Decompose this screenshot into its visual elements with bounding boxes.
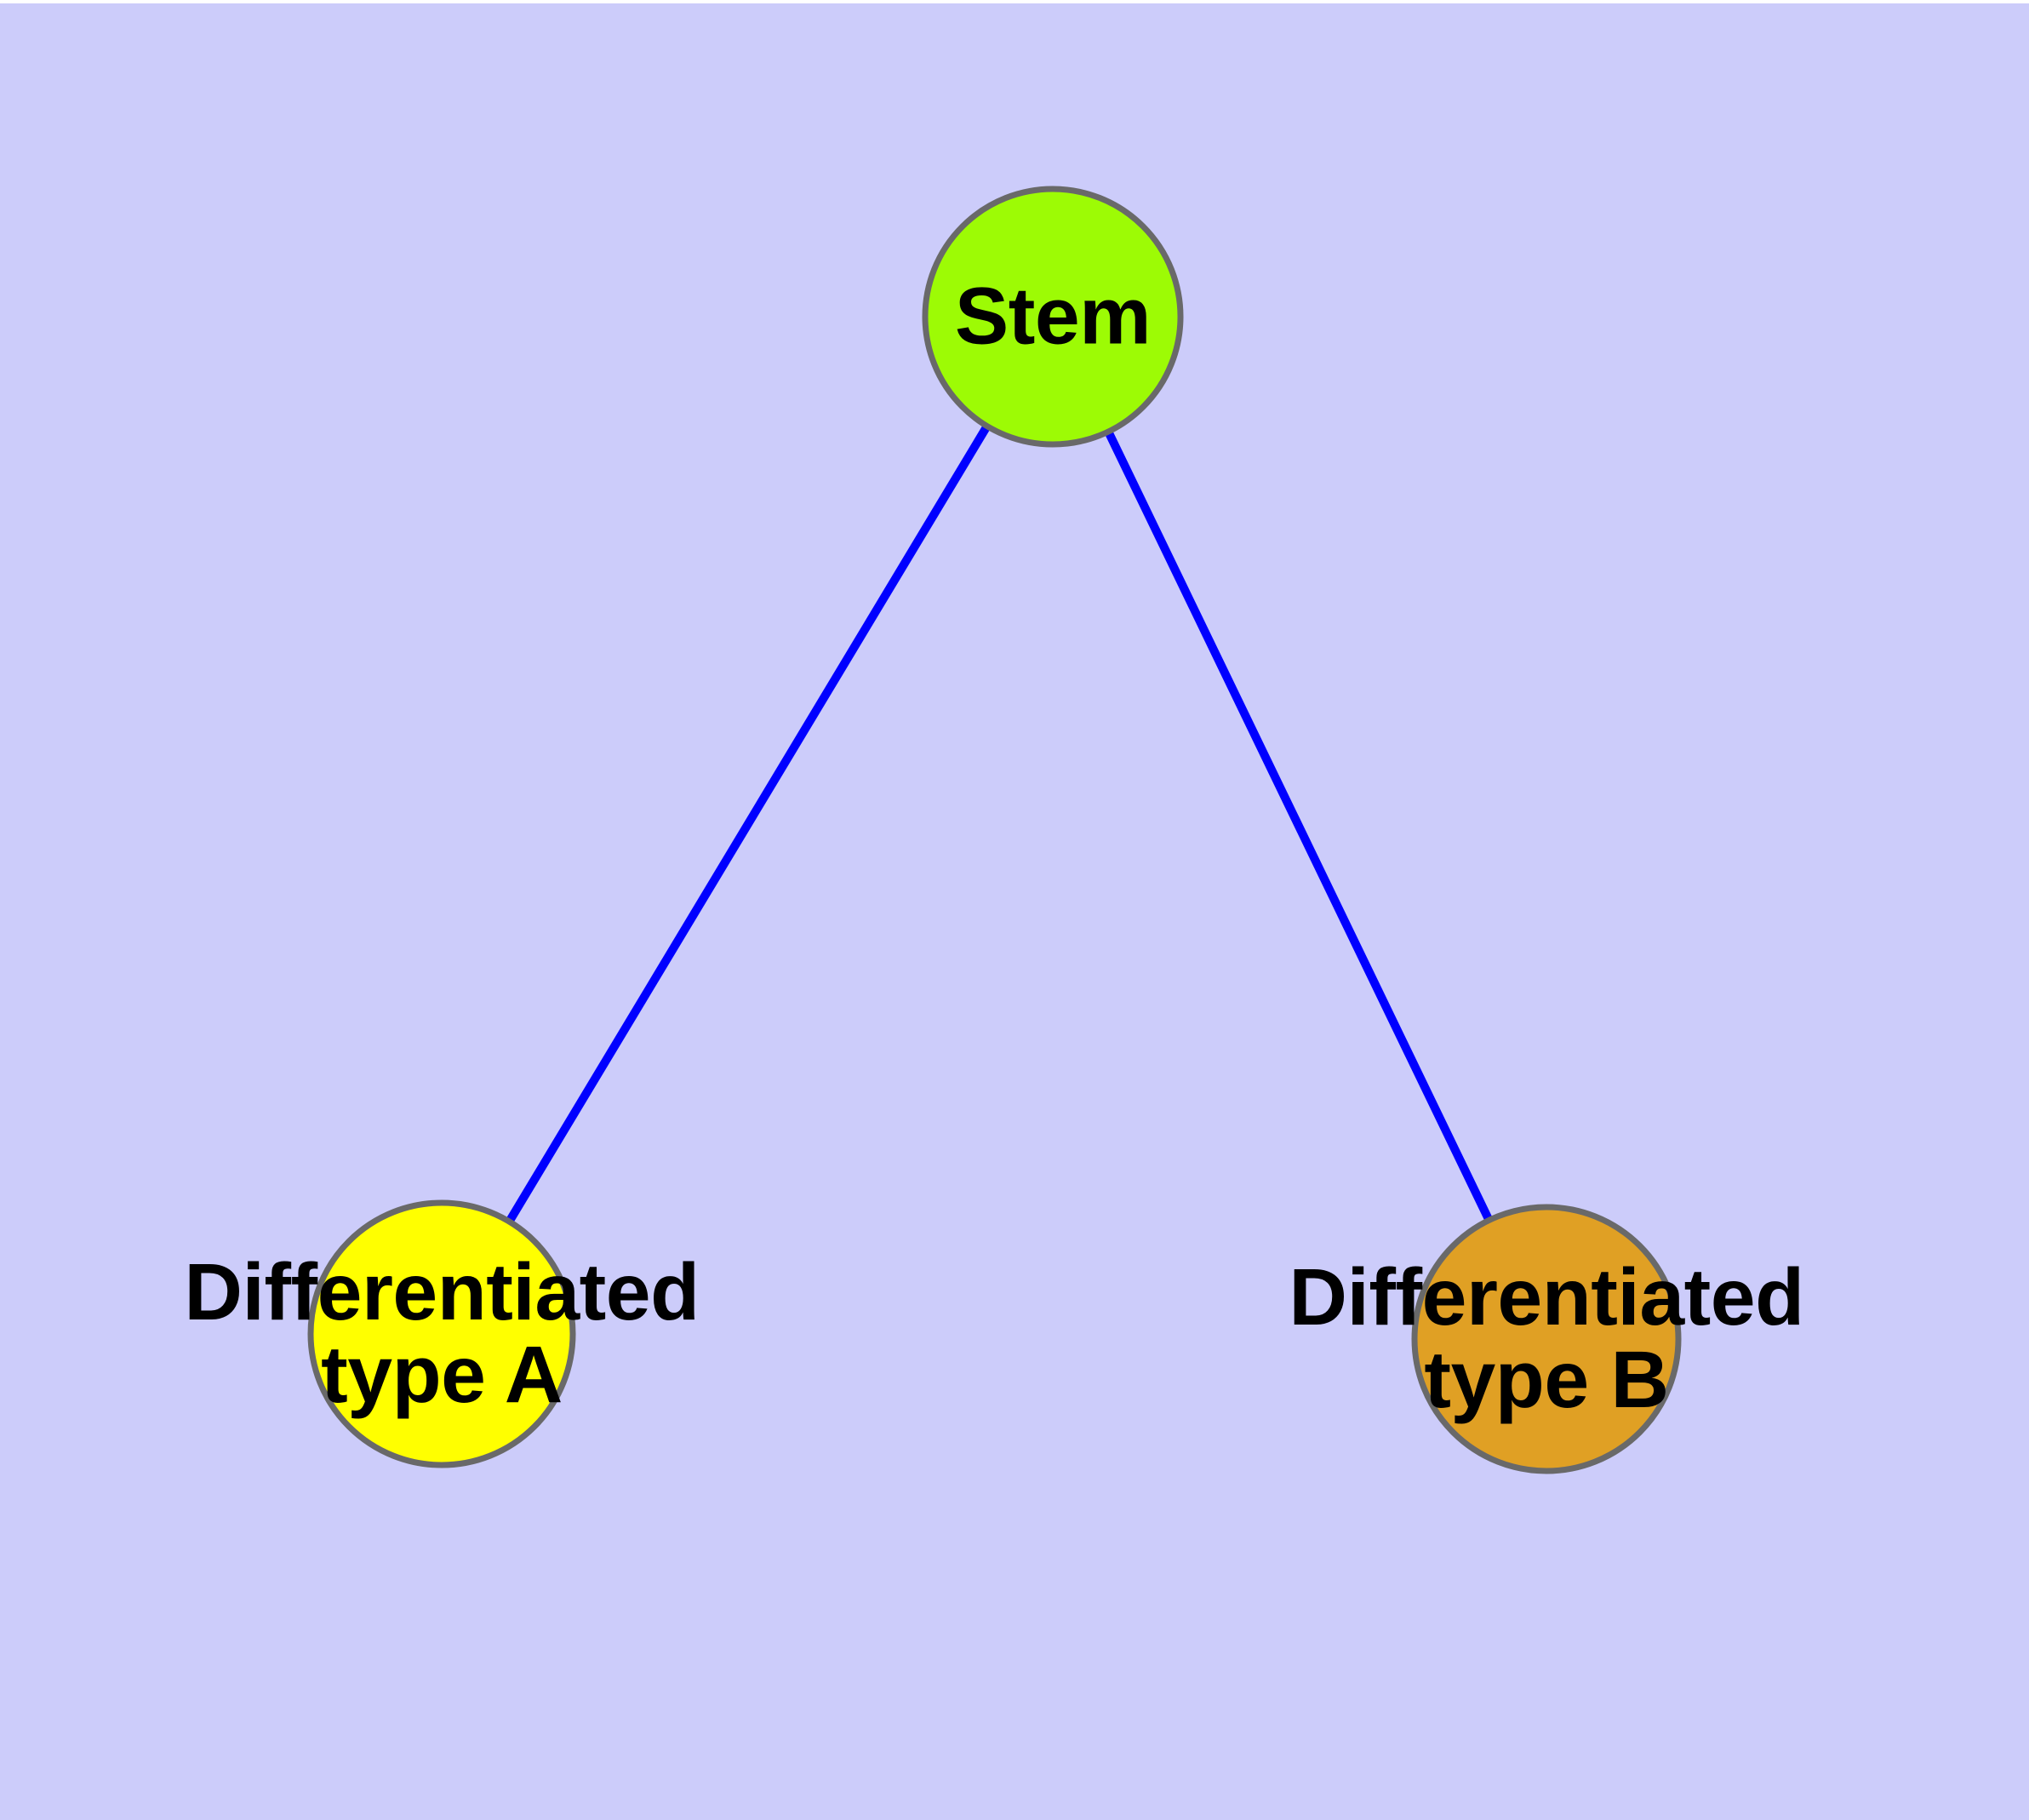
edge-layer <box>437 314 1551 1342</box>
edge-stem-to-diff-b <box>1049 314 1551 1342</box>
node-diff-a-circle[interactable] <box>307 1199 576 1468</box>
edge-stem-to-diff-a <box>437 314 1057 1336</box>
node-diff-b-circle[interactable] <box>1411 1204 1682 1474</box>
node-layer <box>307 186 1682 1474</box>
node-stem-circle[interactable] <box>922 186 1184 448</box>
